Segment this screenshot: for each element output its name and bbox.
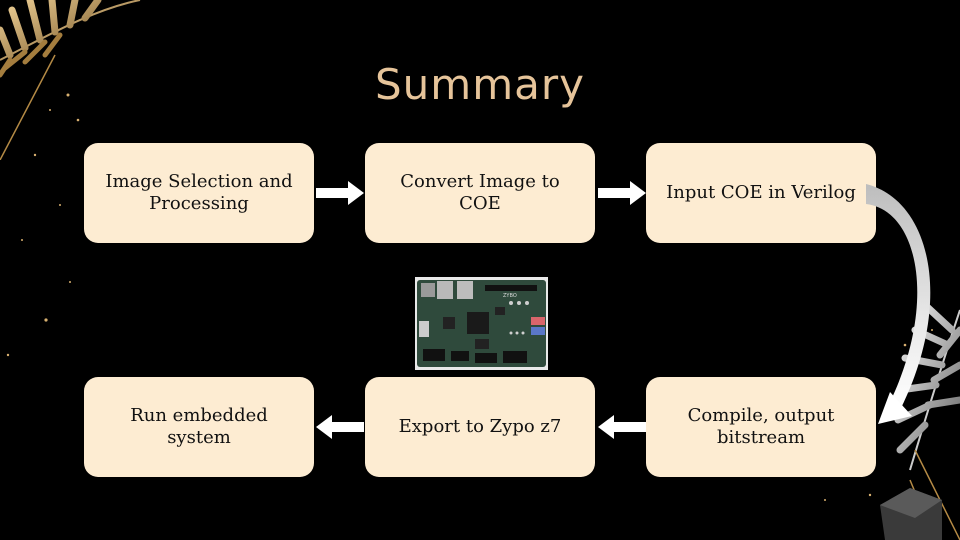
- step-compile-bitstream: Compile, output bitstream: [646, 377, 876, 477]
- arrow-left-icon: [316, 415, 364, 439]
- step-export-zypo: Export to Zypo z7: [365, 377, 595, 477]
- page-title: Summary: [375, 60, 585, 109]
- board-label: ZYBO: [503, 293, 517, 299]
- decorative-leaf-bottom-right: [880, 301, 960, 540]
- decorative-leaf-top-left: [0, 0, 141, 160]
- step-convert-coe: Convert Image to COE: [365, 143, 595, 243]
- arrow-left-icon: [598, 415, 646, 439]
- curved-arrow-icon: [866, 184, 931, 424]
- step-image-selection: Image Selection and Processing: [84, 143, 314, 243]
- step-input-verilog: Input COE in Verilog: [646, 143, 876, 243]
- arrow-right-icon: [316, 181, 364, 205]
- arrow-right-icon: [598, 181, 646, 205]
- zybo-board-image: ZYBO: [415, 277, 548, 370]
- step-run-embedded: Run embedded system: [84, 377, 314, 477]
